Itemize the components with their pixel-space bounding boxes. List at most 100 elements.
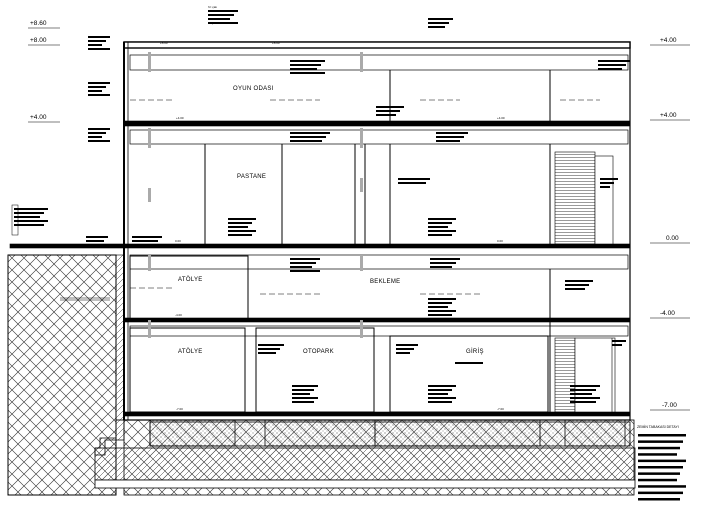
annotation-bar [88,40,106,42]
annotation-bar [428,298,456,300]
annotation-bar [290,60,325,62]
room-pastane: PASTANE [237,174,266,180]
annotation-bar [228,226,248,228]
legend-bar [638,472,680,475]
annotation-bar [290,140,322,142]
annotation-bar [428,393,448,395]
annotation-bar [132,236,162,238]
annotation-bar [428,310,456,312]
legend-bar [638,466,683,469]
annotation-bar [428,401,452,403]
annotation-bar [88,128,110,130]
annotation-bar [428,318,448,320]
annotation-bar [430,258,460,260]
annotation-bar [208,14,234,16]
note-1: h= çatı [208,5,217,9]
annotation-bar [228,234,252,236]
slab-mark-3: +4.00 [176,116,184,120]
annotation-bar [600,186,610,188]
annotation-bar [290,132,330,134]
annotation-bar [208,18,230,20]
annotation-bar [88,82,110,84]
legend-bar [638,446,680,450]
annotation-bar [396,348,414,350]
annotation-bar [598,64,626,66]
room-labels: OYUN ODASI PASTANE ATÖLYE BEKLEME ATÖLYE… [178,86,484,355]
annotation-bar [228,230,256,232]
legend-bar [638,478,677,482]
annotation-bar [598,60,630,62]
annotation-bar [565,284,589,286]
slab-mark-6: 0.00 [497,239,503,243]
annotation-bar [208,10,238,12]
annotation-bar [132,240,158,242]
annotation-bar [396,344,418,346]
legend-bar [638,434,686,437]
legend: ZEMİN TABAKASI DETAYI [637,424,686,501]
level-zero: 0.00 [666,235,679,242]
annotation-bar [208,22,238,24]
annotation-bar [228,222,252,224]
annotation-bar [290,136,326,138]
level-markers-right: +4.00 +4.00 0.00 -4.00 -7.00 [650,37,690,411]
annotation-bar [428,314,452,316]
annotation-bar [14,208,48,210]
slab-mark-1: +8.00 [160,41,168,45]
annotation-bar [570,397,600,399]
annotation-bar [436,132,468,134]
annotation-bar [376,110,400,112]
annotation-bar [292,393,310,395]
slab-mark-2: +8.00 [272,41,280,45]
annotation-bar [428,397,456,399]
annotation-bar [292,389,314,391]
annotation-bar [290,270,320,272]
annotation-bar [398,182,426,184]
ceiling-lines [130,99,600,295]
slab-mark-8: -7.00 [176,407,183,411]
annotation-bar [430,266,452,268]
annotation-bar [396,352,410,354]
legend-bar [638,459,686,463]
annotation-bar [428,18,453,20]
retaining-wall [94,419,125,456]
slab-mark-9: -7.00 [497,407,504,411]
room-oyun-odasi: OYUN ODASI [233,86,274,92]
annotation-bar [88,140,110,142]
annotation-bar [292,401,314,403]
annotation-bar [430,262,456,264]
legend-bar [638,498,680,501]
annotation-bar [258,348,280,350]
left-detail [11,204,110,301]
room-bekleme: BEKLEME [370,279,400,285]
annotation-bar [290,266,312,268]
annotation-bar [570,389,596,391]
annotation-bar [14,220,48,222]
room-atolye-lower: ATÖLYE [178,348,203,355]
annotation-bar [14,216,40,218]
annotation-bar [570,385,600,387]
annotation-bar [290,262,316,264]
annotation-bar [428,22,449,24]
annotation-bar [258,344,284,346]
annotation-bar [565,280,593,282]
level-markers-left: +8.60 +8.00 +4.00 [28,20,60,123]
legend-bar [638,440,683,443]
room-otopark: OTOPARK [303,349,334,355]
annotation-bar [376,106,404,108]
annotation-bar [612,344,622,346]
annotation-bar [292,397,318,399]
slab-mark-7: -4.00 [175,313,182,317]
annotation-bar [565,288,585,290]
annotation-bar [88,136,102,138]
legend-title: ZEMİN TABAKASI DETAYI [637,424,679,429]
annotation-bar [428,222,452,224]
annotation-bar [86,240,104,242]
annotation-bar [88,86,106,88]
annotation-bar [428,230,456,232]
legend-bar [638,491,683,495]
annotation-bar [88,90,102,92]
annotation-bar [258,352,276,354]
annotation-bar [598,68,622,70]
annotation-bar [228,218,256,220]
